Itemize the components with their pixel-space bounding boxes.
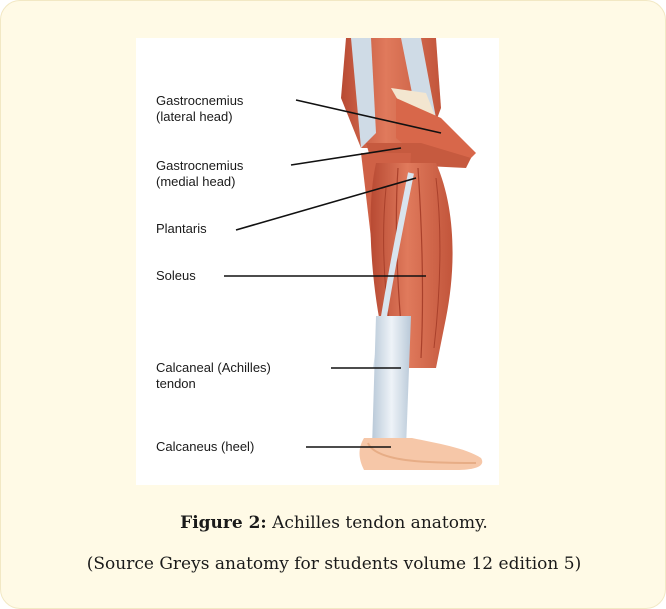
figure-caption: Figure 2: Achilles tendon anatomy. [1, 513, 666, 533]
figure-title: Achilles tendon anatomy. [267, 513, 488, 533]
label-calcaneus: Calcaneus (heel) [156, 439, 254, 455]
label-achilles-tendon: Calcaneal (Achilles) tendon [156, 360, 271, 392]
figure-source: (Source Greys anatomy for students volum… [1, 554, 666, 574]
anatomy-illustration: Gastrocnemius (lateral head) Gastrocnemi… [136, 38, 499, 485]
label-plantaris: Plantaris [156, 221, 207, 237]
achilles-tendon [372, 316, 411, 448]
label-soleus: Soleus [156, 268, 196, 284]
label-gastrocnemius-medial: Gastrocnemius (medial head) [156, 158, 243, 190]
heel [360, 438, 483, 470]
figure-number: Figure 2: [180, 513, 267, 533]
label-gastrocnemius-lateral: Gastrocnemius (lateral head) [156, 93, 243, 125]
